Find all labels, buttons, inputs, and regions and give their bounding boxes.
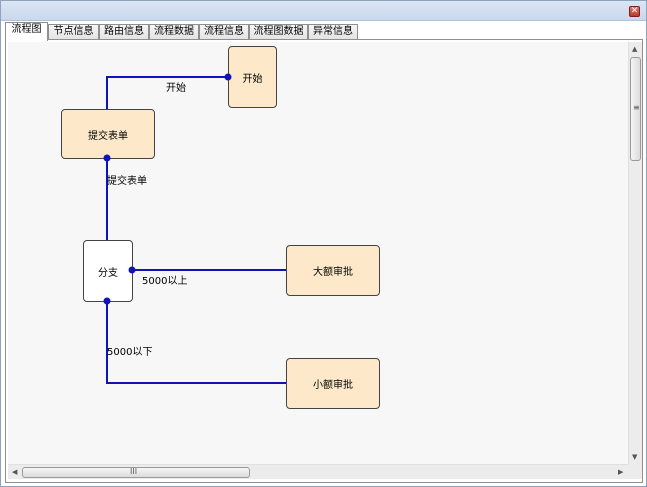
node-label: 小额审批 [313, 380, 353, 391]
edge-label-below-5000: 5000以下 [107, 347, 153, 358]
node-label: 开始 [242, 73, 263, 85]
anchor-dot [103, 154, 111, 162]
tab-node-info[interactable]: 节点信息 [48, 24, 99, 40]
tab-content-panel: 开始 提交表单 分支 大额审批 小额审批 开始 提交表单 5000以上 [5, 39, 643, 483]
scroll-right-icon[interactable]: ▶ [618, 468, 624, 476]
node-start[interactable]: 开始 [228, 46, 277, 108]
tab-flow-info[interactable]: 流程信息 [199, 24, 249, 40]
edge-label-above-5000: 5000以上 [142, 276, 188, 287]
vertical-scroll-thumb[interactable]: ≡ [630, 57, 641, 161]
horizontal-scroll-thumb[interactable]: III [22, 467, 250, 478]
scroll-up-icon[interactable]: ▲ [632, 45, 638, 53]
flow-edges [106, 76, 287, 384]
anchor-dot [128, 266, 136, 274]
scroll-left-icon[interactable]: ◀ [12, 468, 18, 476]
anchor-dot [103, 297, 111, 305]
tab-strip: 流程图 节点信息 路由信息 流程数据 流程信息 流程图数据 异常信息 [5, 22, 643, 41]
node-label: 大额审批 [313, 267, 353, 278]
tab-label: 流程图 [11, 24, 42, 35]
tab-flowchart-data[interactable]: 流程图数据 [249, 24, 308, 40]
node-small-approval[interactable]: 小额审批 [286, 358, 380, 409]
anchor-dot [224, 73, 232, 81]
scroll-corner [628, 464, 642, 479]
tab-label: 流程数据 [154, 26, 194, 37]
flowchart-canvas[interactable]: 开始 提交表单 分支 大额审批 小额审批 开始 提交表单 5000以上 [8, 42, 628, 464]
node-label: 提交表单 [88, 130, 128, 142]
tab-label: 节点信息 [53, 26, 94, 37]
tab-label: 流程信息 [204, 26, 244, 37]
grip-icon: III [130, 467, 138, 476]
scroll-down-icon[interactable]: ▼ [632, 453, 638, 461]
grip-icon: ≡ [633, 103, 640, 112]
tab-flowchart[interactable]: 流程图 [5, 22, 48, 41]
edge-label-start: 开始 [166, 83, 186, 94]
edge-branch-to-small[interactable] [106, 301, 287, 384]
tab-exception-info[interactable]: 异常信息 [308, 24, 358, 40]
node-label: 分支 [98, 267, 118, 279]
edge-submit-to-start[interactable] [106, 76, 228, 109]
node-large-approval[interactable]: 大额审批 [286, 245, 380, 296]
title-bar: ✕ [1, 1, 646, 21]
tab-label: 异常信息 [313, 26, 353, 37]
node-branch[interactable]: 分支 [83, 240, 133, 302]
tab-label: 路由信息 [104, 26, 144, 37]
tab-flow-data[interactable]: 流程数据 [149, 24, 199, 40]
close-icon: ✕ [630, 6, 639, 16]
horizontal-scrollbar[interactable]: ◀ III ▶ [8, 464, 628, 479]
edge-anchors [103, 73, 232, 305]
close-button[interactable]: ✕ [629, 6, 640, 17]
tab-label: 流程图数据 [253, 26, 304, 37]
vertical-scrollbar[interactable]: ▲ ≡ ▼ [628, 42, 642, 464]
edge-label-submit: 提交表单 [107, 176, 147, 187]
tab-route-info[interactable]: 路由信息 [99, 24, 149, 40]
